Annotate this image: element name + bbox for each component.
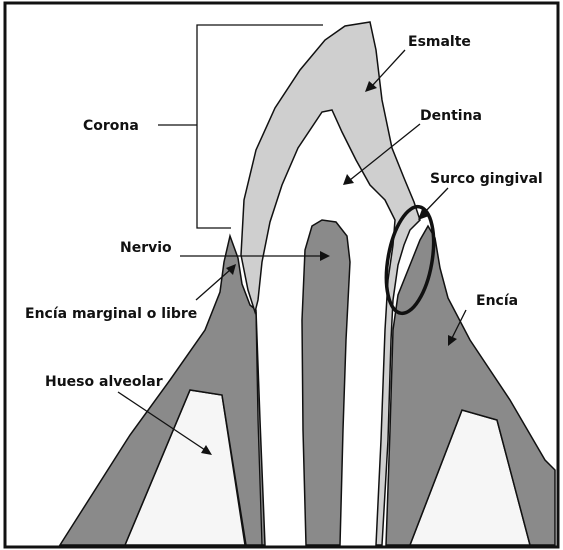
label-esmalte: Esmalte bbox=[408, 34, 471, 50]
label-nervio: Nervio bbox=[120, 240, 172, 256]
label-surco-gingival: Surco gingival bbox=[430, 171, 543, 187]
label-encia: Encía bbox=[476, 293, 518, 309]
label-dentina: Dentina bbox=[420, 108, 482, 124]
label-hueso-alveolar: Hueso alveolar bbox=[45, 374, 163, 390]
label-encia-marginal: Encía marginal o libre bbox=[25, 306, 197, 322]
label-corona: Corona bbox=[83, 118, 139, 134]
